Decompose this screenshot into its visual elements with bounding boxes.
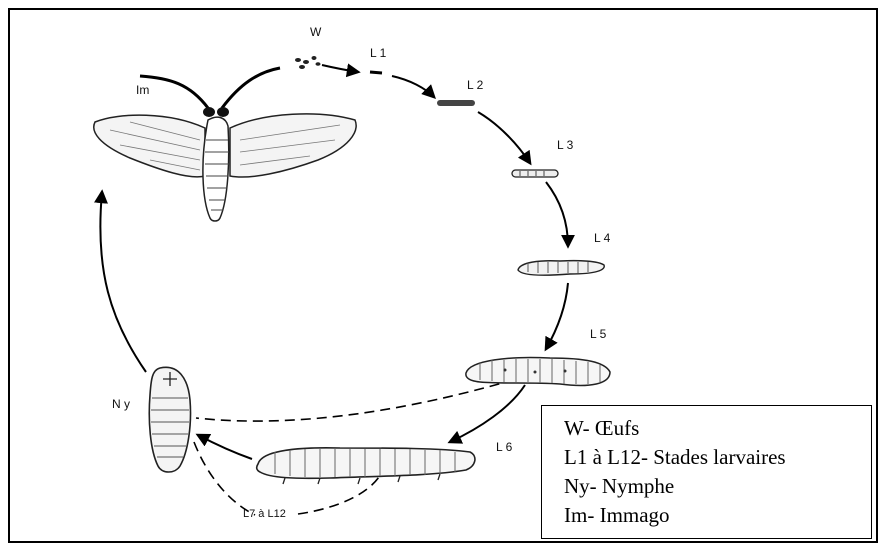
moth-icon <box>94 68 356 221</box>
label-w: W <box>310 25 321 39</box>
arrow-l1-l2 <box>392 76 434 97</box>
arrow-l3-l4 <box>546 182 568 246</box>
label-l3: L 3 <box>557 138 573 152</box>
label-l2: L 2 <box>467 78 483 92</box>
legend-item-nymph: Ny- Nymphe <box>564 472 871 501</box>
eggs-icon <box>295 56 321 69</box>
legend-box: W- Œufs L1 à L12- Stades larvaires Ny- N… <box>541 405 872 539</box>
l4-larva-icon <box>518 261 604 276</box>
arrow-ny-im <box>100 192 146 372</box>
l3-larva-icon <box>512 170 558 177</box>
l6-larva-icon <box>257 448 475 484</box>
label-l1: L 1 <box>370 46 386 60</box>
l2-larva-icon <box>437 100 475 106</box>
legend-item-imago: Im- Immago <box>564 501 871 530</box>
label-l5: L 5 <box>590 327 606 341</box>
arrow-l2-l3 <box>478 112 530 163</box>
label-l4: L 4 <box>594 231 610 245</box>
label-l7-l12: L7 à L12 <box>243 508 286 520</box>
label-ny: N y <box>112 397 130 411</box>
arrow-l4-l5 <box>546 283 568 349</box>
legend-item-larval-stages: L1 à L12- Stades larvaires <box>564 443 871 472</box>
legend-item-eggs: W- Œufs <box>564 414 871 443</box>
arrow-l6-ny <box>198 435 252 459</box>
pupa-icon <box>149 367 190 472</box>
l1-larva-icon <box>370 72 382 73</box>
label-im: Im <box>136 83 149 97</box>
label-l6: L 6 <box>496 440 512 454</box>
l5-larva-icon <box>466 358 610 386</box>
arrow-w-l1 <box>322 65 358 72</box>
